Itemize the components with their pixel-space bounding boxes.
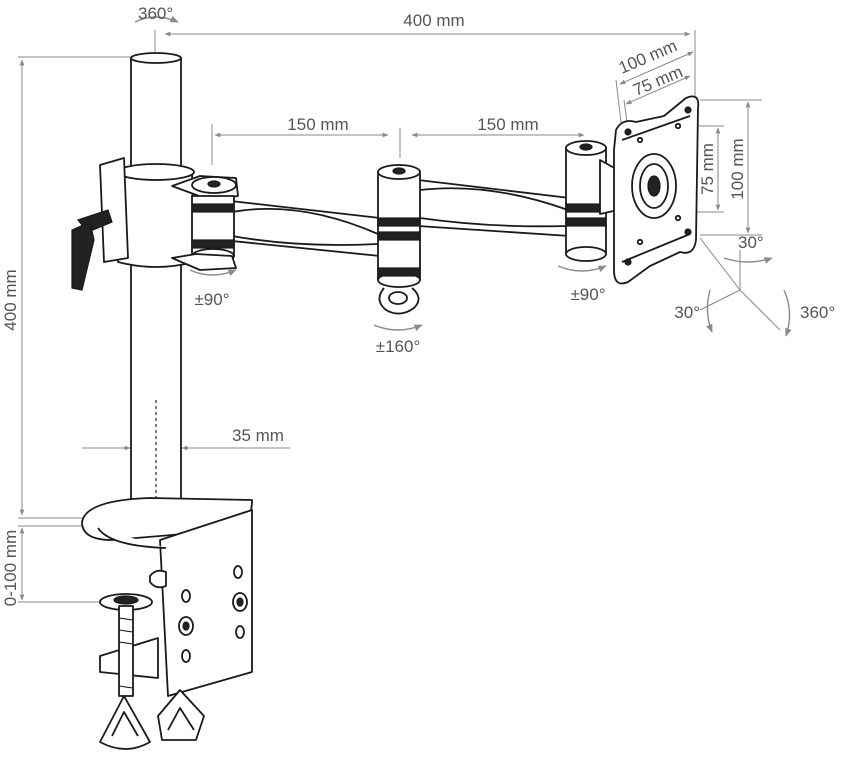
dimension-lines <box>18 30 781 603</box>
joint-1-rotation-label: ±90° <box>194 290 229 309</box>
joint-1 <box>171 175 239 271</box>
tilt-side-label: 30° <box>674 303 700 322</box>
rotation-arrows <box>134 15 792 337</box>
plate-rotation-label: 360° <box>800 303 835 322</box>
arm-segment-1-length-label: 150 mm <box>287 115 348 134</box>
total-reach-label: 400 mm <box>403 11 464 30</box>
tilt-top-label: 30° <box>738 233 764 252</box>
desk-clamp <box>81 497 253 750</box>
arm-segment-1 <box>221 199 381 257</box>
pole-height-label: 400 mm <box>1 269 20 330</box>
vesa-75-vertical-label: 75 mm <box>698 143 717 195</box>
joint-3 <box>565 140 619 262</box>
pole-rotation-label: 360° <box>138 4 173 23</box>
vesa-100-vertical-label: 100 mm <box>728 138 747 199</box>
joint-2 <box>377 164 421 315</box>
arm-segment-2 <box>417 179 571 237</box>
clamp-range-label: 0-100 mm <box>1 530 20 607</box>
vesa-plate <box>613 95 700 285</box>
pole-diameter-label: 35 mm <box>232 426 284 445</box>
joint-3-rotation-label: ±90° <box>570 285 605 304</box>
labels: 360° 400 mm 100 mm 75 mm 150 mm 150 mm 7… <box>1 4 835 606</box>
pole <box>130 52 182 529</box>
arm-segment-2-length-label: 150 mm <box>477 115 538 134</box>
joint-2-rotation-label: ±160° <box>376 337 421 356</box>
